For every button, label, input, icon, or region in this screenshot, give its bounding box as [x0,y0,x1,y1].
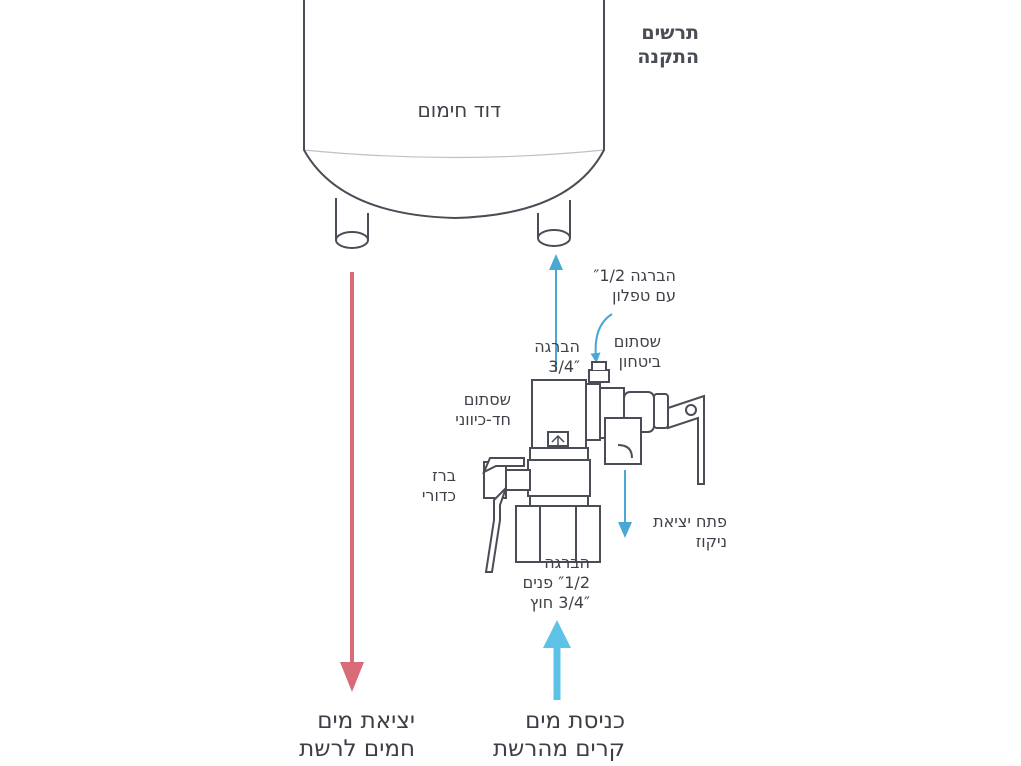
teflon-pointer-arrow [590,313,613,363]
teflon-thread-label: הברגה ″1/2 עם טפלון [593,266,676,305]
valve-assembly [482,361,705,573]
inlet-fitting [515,505,601,563]
drain-arrow [618,470,632,538]
hot-water-arrow [340,272,364,692]
tank-inlet-pipe [537,200,571,247]
flow-up-arrow [549,254,563,372]
ball-valve [482,457,591,573]
cold-water-in-label: כניסת מים קרים מהרשת [492,708,625,762]
check-valve [529,431,589,461]
safety-valve-label: שסתום ביטחון [613,332,661,371]
tank-outlet-pipe [335,198,369,249]
tank-label: דוד חימום [417,98,502,122]
inlet-thread-label: הברגה ″1/2 פנים 3/4″ חוץ [522,553,590,612]
cold-water-arrow [543,620,571,700]
safety-valve [585,361,705,485]
diagram-title: תרשים התקנה [637,22,699,68]
drain-outlet-label: פתח יציאת ניקוז [653,512,727,551]
thread-34-label: הברגה 3/4″ [534,337,580,376]
water-heater-tank [303,0,605,220]
check-valve-label: שסתום חד-כיווני [455,390,511,429]
ball-valve-label: ברז כדורי [421,466,456,505]
hot-water-out-label: יציאת מים חמים לרשת [299,708,415,762]
